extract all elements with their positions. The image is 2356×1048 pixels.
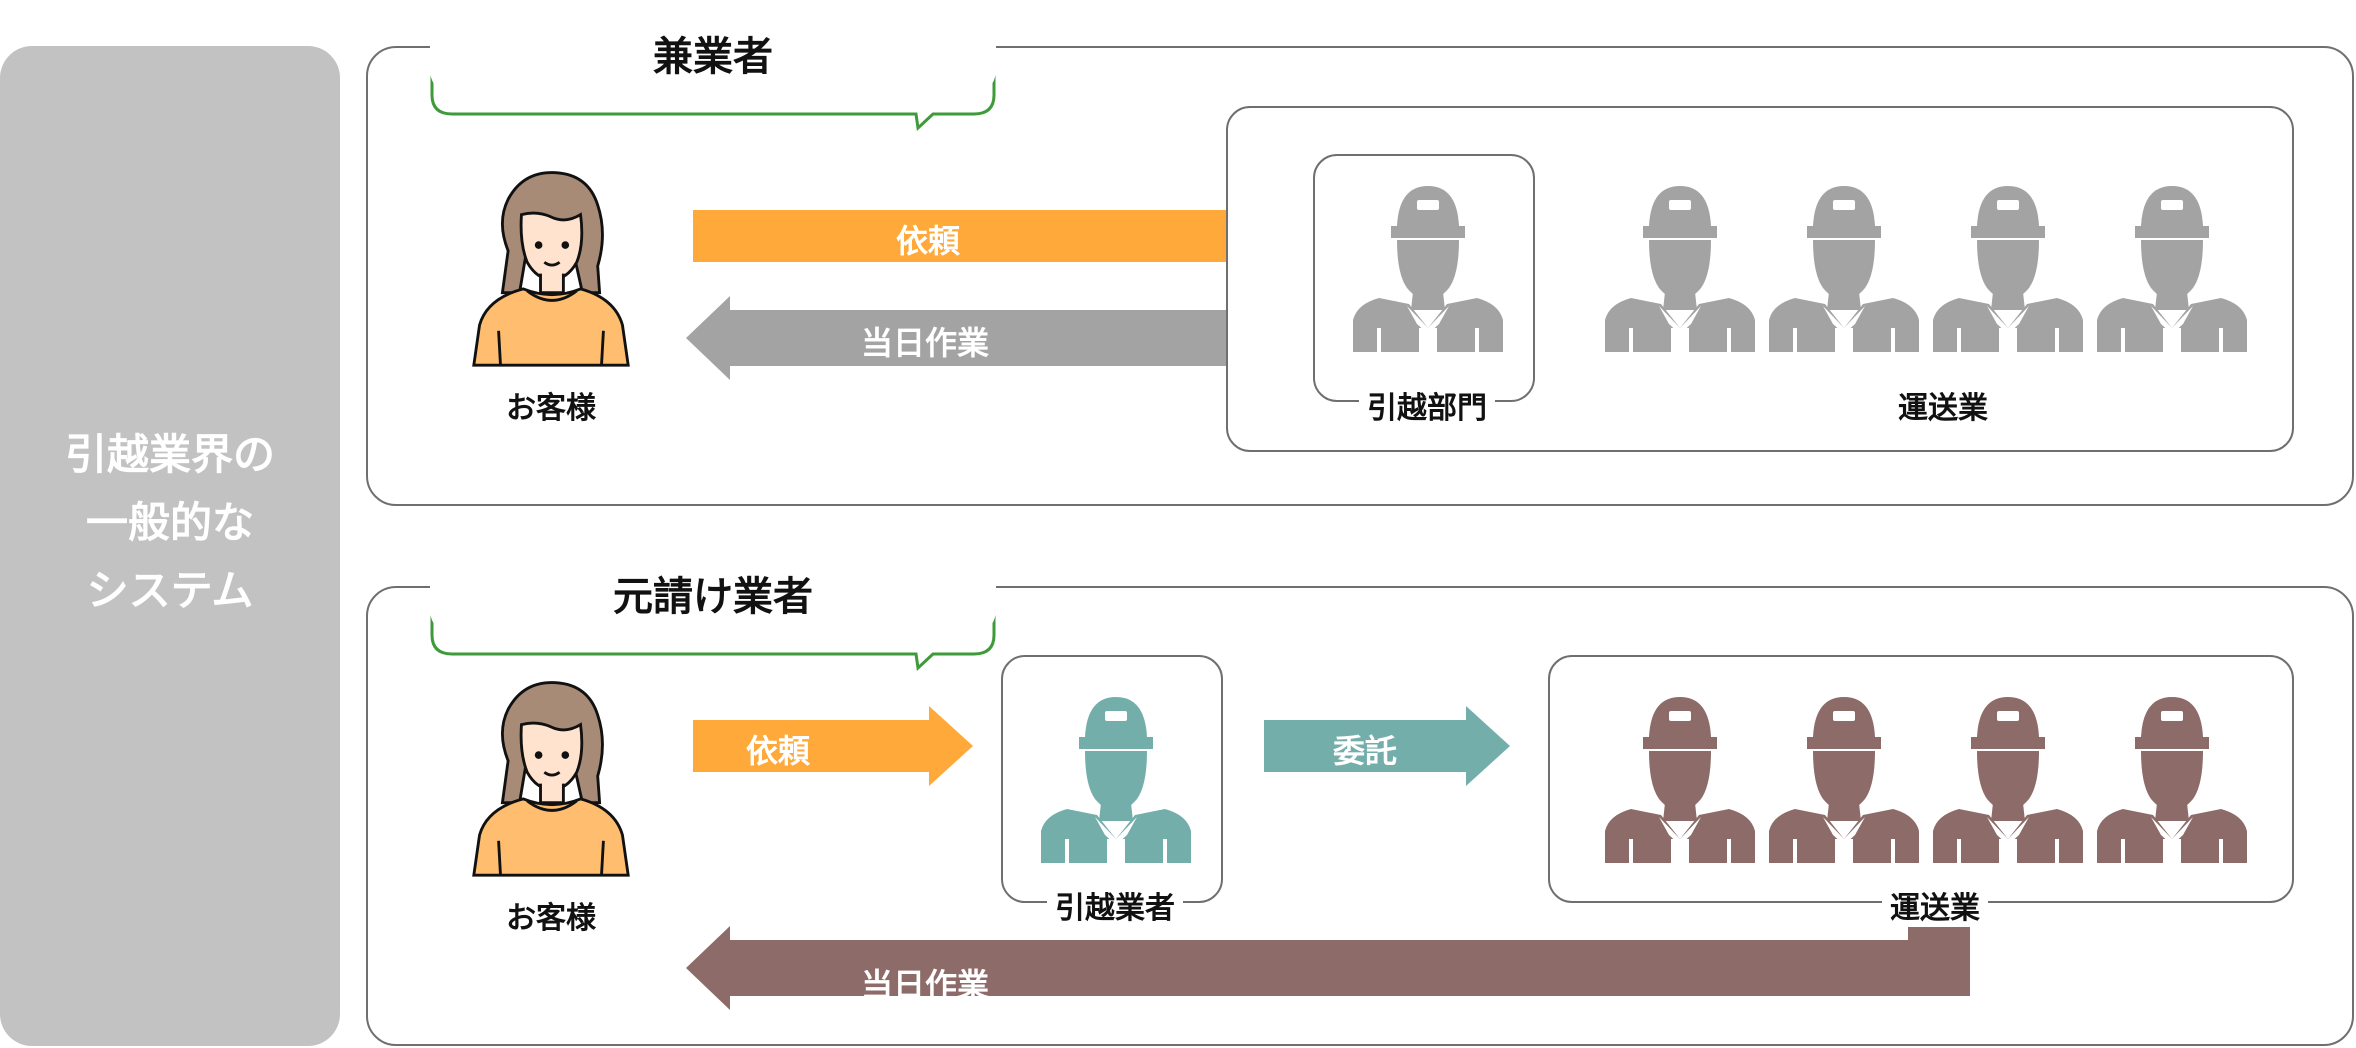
top-transport-label: 運送業 bbox=[1890, 383, 1996, 427]
bottom-mover-label: 引越業者 bbox=[1047, 883, 1183, 927]
bottom-mover-worker-icon bbox=[1041, 693, 1191, 863]
bottom-bubble-title: 元請け業者 bbox=[613, 574, 813, 620]
bottom-request-label: 依頼 bbox=[745, 732, 810, 770]
bottom-customer-icon bbox=[470, 672, 632, 882]
bottom-speech-bubble bbox=[430, 540, 996, 672]
top-bubble-title: 兼業者 bbox=[653, 34, 773, 80]
top-transport-worker-icon bbox=[1933, 182, 2083, 352]
bottom-customer-label: お客様 bbox=[498, 893, 604, 937]
top-transport-worker-icon bbox=[1769, 182, 1919, 352]
bottom-transport-worker-icon bbox=[1769, 693, 1919, 863]
top-dept-worker-icon bbox=[1353, 182, 1503, 352]
top-request-label: 依頼 bbox=[895, 222, 960, 260]
top-dept-label: 引越部門 bbox=[1359, 383, 1495, 427]
top-speech-bubble bbox=[430, 0, 996, 132]
side-title: 引越業界の 一般的な システム bbox=[64, 430, 275, 615]
bottom-transport-worker-icon bbox=[1605, 693, 1755, 863]
side-panel: 引越業界の 一般的な システム bbox=[0, 46, 340, 1046]
top-customer-label: お客様 bbox=[498, 383, 604, 427]
bottom-sameday-label: 当日作業 bbox=[860, 966, 989, 1004]
bottom-consign-arrow bbox=[1264, 706, 1510, 786]
top-customer-icon bbox=[470, 162, 632, 372]
bottom-sameday-arrow bbox=[686, 926, 1970, 1010]
top-sameday-arrow bbox=[686, 296, 1256, 380]
bottom-request-arrow bbox=[693, 706, 973, 786]
top-transport-worker-icon bbox=[2097, 182, 2247, 352]
bottom-consign-label: 委託 bbox=[1332, 732, 1397, 770]
bottom-transport-label: 運送業 bbox=[1882, 883, 1988, 927]
top-request-arrow bbox=[693, 196, 1333, 276]
bottom-transport-worker-icon bbox=[1933, 693, 2083, 863]
bottom-transport-worker-icon bbox=[2097, 693, 2247, 863]
top-sameday-label: 当日作業 bbox=[860, 324, 989, 362]
top-transport-worker-icon bbox=[1605, 182, 1755, 352]
